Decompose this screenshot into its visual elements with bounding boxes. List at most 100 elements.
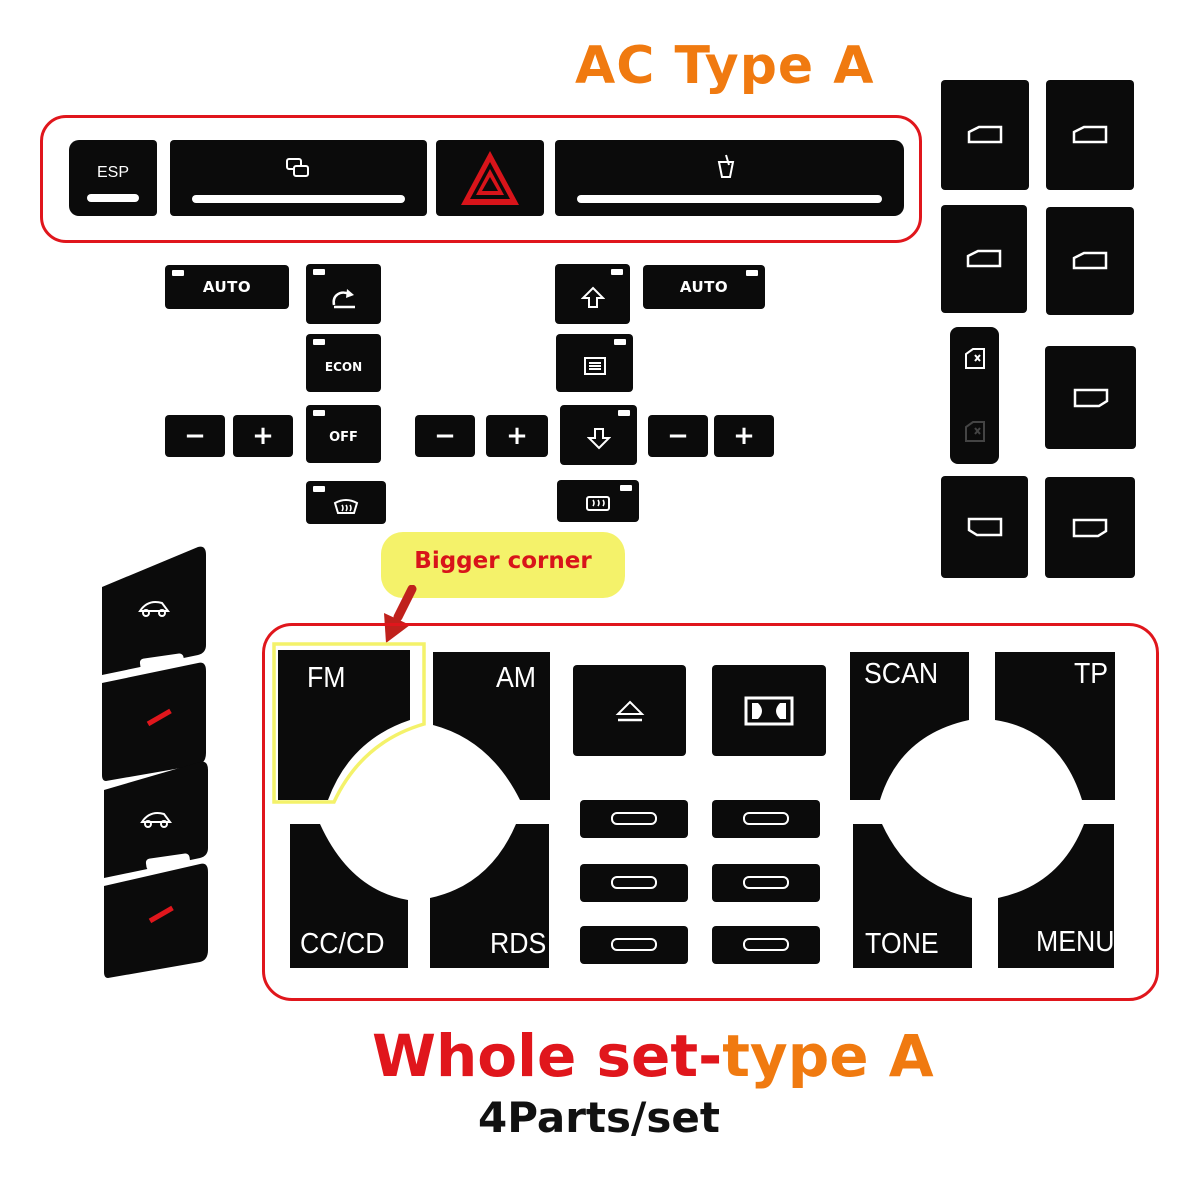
cup-holder-indicator-bar [577, 195, 882, 203]
window-icon [1073, 388, 1108, 407]
window-switch-6[interactable] [941, 476, 1028, 578]
fm-label: FM [307, 662, 346, 694]
callout-arrow-icon [384, 585, 417, 643]
air-up-indicator [611, 269, 623, 275]
temp-minus-center[interactable]: − [415, 415, 475, 457]
window-switch-3[interactable] [941, 205, 1027, 313]
convertible-roof-icon [140, 812, 172, 828]
hazard-button[interactable] [436, 140, 544, 216]
bigger-corner-label: Bigger corner [414, 548, 592, 574]
rds-key[interactable] [430, 824, 549, 968]
scan-label: SCAN [864, 658, 939, 690]
windshield-defrost-indicator [313, 486, 325, 492]
menu-label: MENU [1036, 926, 1115, 958]
window-switch-2[interactable] [1046, 80, 1134, 190]
window-switch-4[interactable] [1046, 207, 1134, 315]
preset-2[interactable] [712, 800, 820, 838]
bigger-corner-callout [381, 532, 625, 598]
eject-button[interactable] [573, 665, 686, 756]
defrost-icon [333, 498, 359, 514]
window-icon [1072, 518, 1108, 537]
child-lock-icon-dim [965, 421, 985, 442]
auto-button-left[interactable]: AUTO [165, 265, 289, 309]
window-switch-1[interactable] [941, 80, 1029, 190]
recirculation-button[interactable] [306, 264, 381, 324]
window-icon [967, 125, 1003, 144]
plus-label-center: + [506, 421, 528, 451]
window-switch-5[interactable] [1045, 346, 1136, 449]
cc-cd-label: CC/CD [300, 928, 385, 960]
air-down-icon [586, 428, 611, 450]
preset-4[interactable] [712, 864, 820, 902]
convertible-roof-switch-lower[interactable] [100, 760, 212, 980]
cup-holder-icon [717, 154, 735, 178]
auto-right-label: AUTO [679, 278, 729, 296]
window-icon [967, 517, 1002, 537]
rear-defrost-button[interactable] [557, 480, 639, 522]
temp-minus-left[interactable]: − [165, 415, 225, 457]
temp-minus-right[interactable]: − [648, 415, 708, 457]
off-label: OFF [329, 429, 358, 445]
window-icon [1072, 251, 1108, 270]
auto-left-indicator [172, 270, 184, 276]
child-lock-icon [965, 348, 985, 369]
preset-5-indicator [611, 938, 657, 951]
minus-label: − [184, 421, 206, 451]
fm-key[interactable] [278, 650, 410, 800]
air-down-button[interactable] [560, 405, 637, 465]
tone-key[interactable] [853, 824, 972, 968]
preset-2-indicator [743, 812, 789, 825]
tone-label: TONE [865, 928, 939, 960]
preset-4-indicator [743, 876, 789, 889]
menu-key[interactable] [998, 824, 1114, 968]
convertible-roof-switch-upper[interactable] [98, 545, 210, 785]
window-switch-7[interactable] [1045, 477, 1135, 578]
recirculation-indicator [313, 269, 325, 275]
air-down-indicator [618, 410, 630, 416]
cc-cd-key[interactable] [290, 824, 408, 968]
radio-frame [262, 623, 1159, 1001]
cup-holder-button[interactable] [555, 140, 904, 216]
air-up-button[interactable] [555, 264, 630, 324]
window-icon [966, 249, 1002, 268]
child-lock-switch[interactable] [950, 327, 999, 464]
auto-button-right[interactable]: AUTO [643, 265, 765, 309]
preset-6-indicator [743, 938, 789, 951]
seat-heat-indicator-bar [192, 195, 405, 203]
rear-defrost-indicator [620, 485, 632, 491]
esp-indicator-bar [87, 194, 139, 202]
temp-plus-left[interactable]: + [233, 415, 293, 457]
windshield-defrost-button[interactable] [306, 481, 386, 524]
air-center-button[interactable] [556, 334, 633, 392]
seat-heat-icon [286, 158, 309, 177]
parts-per-set: 4Parts/set [478, 1093, 720, 1142]
whole-set-title: Whole set-type A [372, 1022, 934, 1090]
preset-5[interactable] [580, 926, 688, 964]
minus-label-center: − [434, 421, 456, 451]
recirculation-icon [331, 289, 355, 309]
rear-defrost-icon [586, 496, 610, 511]
off-button[interactable]: OFF [306, 405, 381, 463]
ac-strip-frame [40, 115, 922, 243]
preset-6[interactable] [712, 926, 820, 964]
rds-label: RDS [490, 928, 547, 960]
scan-key[interactable] [850, 652, 969, 800]
whole-set-title-part1: Whole set- [372, 1022, 723, 1090]
esp-label: ESP [96, 164, 129, 181]
plus-label-right: + [733, 421, 755, 451]
seat-heat-button[interactable] [170, 140, 427, 216]
esp-button[interactable]: ESP [69, 140, 157, 216]
dolby-button[interactable] [712, 665, 826, 756]
econ-button[interactable]: ECON [306, 334, 381, 392]
radio-large-keys [272, 642, 1115, 968]
tp-key[interactable] [995, 652, 1115, 800]
preset-1[interactable] [580, 800, 688, 838]
temp-plus-center[interactable]: + [486, 415, 548, 457]
preset-1-indicator [611, 812, 657, 825]
am-key[interactable] [433, 652, 550, 800]
preset-3[interactable] [580, 864, 688, 902]
window-icon [1072, 125, 1108, 144]
temp-plus-right[interactable]: + [714, 415, 774, 457]
plus-label: + [252, 421, 274, 451]
air-center-icon [583, 357, 606, 375]
